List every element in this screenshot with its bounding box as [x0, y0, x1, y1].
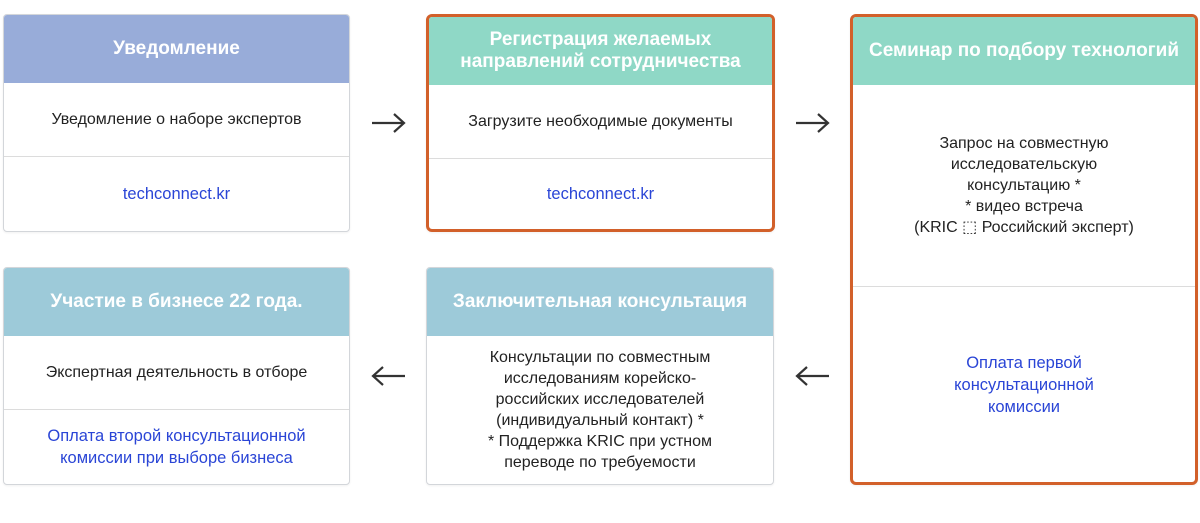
notification-body: Уведомление о наборе экспертов	[51, 111, 302, 128]
participation-link[interactable]: Оплата второй консультационной комиссии …	[47, 427, 306, 467]
right-arrow-icon	[796, 113, 830, 133]
registration-body: Загрузите необходимые документы	[468, 113, 733, 130]
registration-link[interactable]: techconnect.kr	[546, 185, 655, 203]
seminar-body-section: Запрос на совместную исследовательскую к…	[853, 85, 1195, 287]
notification-card: Уведомление Уведомление о наборе эксперт…	[3, 14, 350, 232]
left-arrow-icon	[371, 366, 405, 386]
final-consultation-card: Заключительная консультация Консультации…	[426, 267, 774, 485]
registration-title: Регистрация желаемых направлений сотрудн…	[429, 17, 772, 85]
participation-title: Участие в бизнесе 22 года.	[4, 268, 349, 336]
right-arrow-icon	[372, 113, 406, 133]
registration-body-section: Загрузите необходимые документы	[429, 85, 772, 159]
seminar-body: Запрос на совместную исследовательскую к…	[914, 135, 1134, 236]
registration-card: Регистрация желаемых направлений сотрудн…	[426, 14, 775, 232]
notification-title: Уведомление	[4, 15, 349, 83]
notification-body-section: Уведомление о наборе экспертов	[4, 83, 349, 157]
participation-link-section: Оплата второй консультационной комиссии …	[4, 410, 349, 484]
notification-link[interactable]: techconnect.kr	[122, 185, 231, 203]
final-consultation-body: Консультации по совместным исследованиям…	[487, 349, 713, 471]
seminar-title: Семинар по подбору технологий	[853, 17, 1195, 85]
seminar-card: Семинар по подбору технологий Запрос на …	[850, 14, 1198, 485]
left-arrow-icon	[795, 366, 829, 386]
notification-link-section: techconnect.kr	[4, 157, 349, 231]
participation-body-section: Экспертная деятельность в отборе	[4, 336, 349, 410]
final-consultation-body-section: Консультации по совместным исследованиям…	[427, 336, 773, 484]
seminar-link[interactable]: Оплата первой консультационной комиссии	[954, 353, 1094, 416]
participation-body: Экспертная деятельность в отборе	[45, 364, 308, 381]
seminar-link-section: Оплата первой консультационной комиссии	[853, 287, 1195, 482]
registration-link-section: techconnect.kr	[429, 159, 772, 229]
participation-card: Участие в бизнесе 22 года. Экспертная де…	[3, 267, 350, 485]
final-consultation-title: Заключительная консультация	[427, 268, 773, 336]
